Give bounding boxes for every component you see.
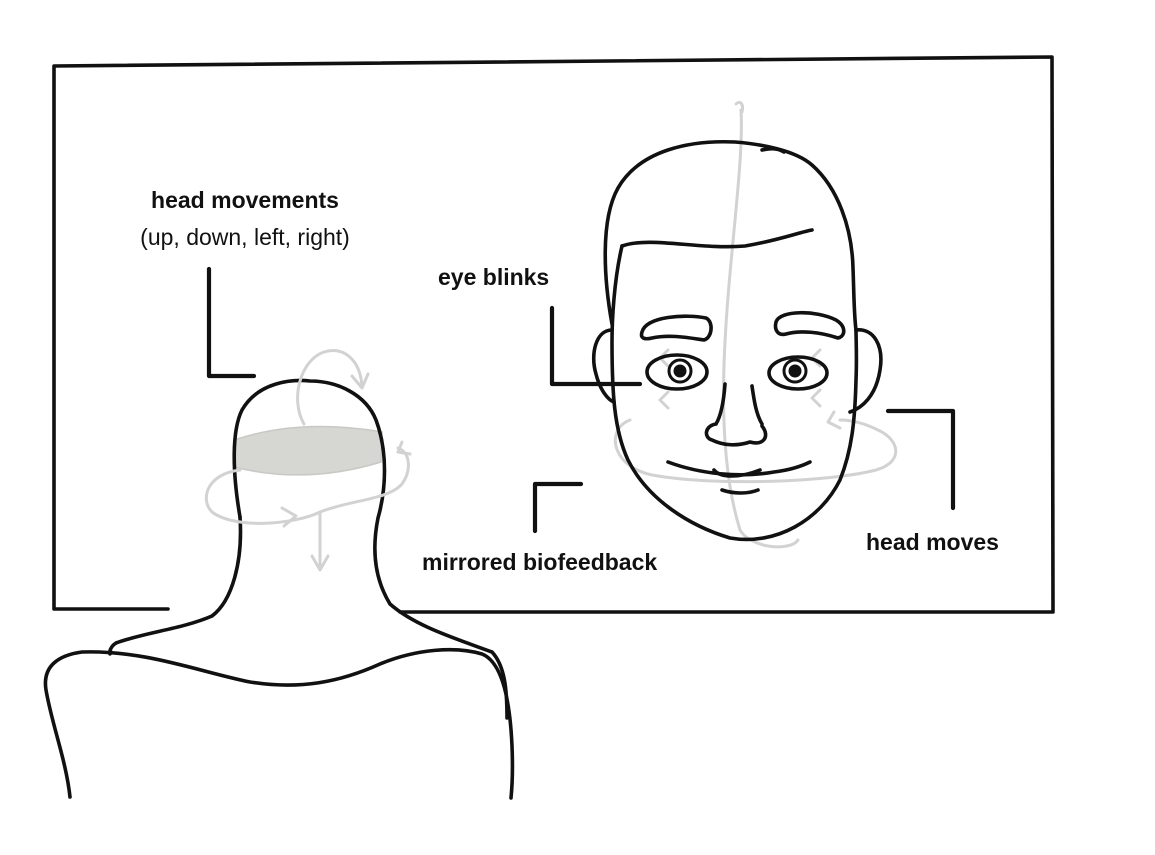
avatar-face-outline: [610, 244, 859, 542]
avatar-ear-left: [591, 328, 616, 404]
avatar-ear-right: [848, 328, 883, 414]
avatar-nose: [704, 382, 768, 447]
avatar-face-icon: [591, 100, 898, 549]
avatar-lower-lip: [712, 468, 762, 495]
label-head-moves: head moves: [866, 529, 999, 555]
viewer-shoulder-left: [43, 647, 515, 800]
callout-head-moves: [885, 408, 956, 511]
avatar-iris-right: [782, 358, 808, 384]
avatar-eye-left: [645, 353, 709, 391]
arrowhead-ring-left: [280, 506, 298, 528]
arrowhead-down: [310, 554, 330, 572]
viewer-head-outline: [232, 378, 509, 720]
label-eye-blinks: eye blinks: [438, 264, 550, 290]
label-head-movements: head movements: [151, 187, 339, 213]
avatar-hair: [603, 139, 858, 332]
avatar-eyebrow-left: [639, 314, 713, 342]
avatar-eye-right: [767, 355, 829, 391]
arrowhead-ring-right: [396, 440, 412, 456]
motion-axis-vertical: [722, 100, 800, 549]
viewer-headband: [233, 425, 383, 476]
label-head-movements-detail: (up, down, left, right): [140, 224, 350, 250]
avatar-iris-left: [667, 358, 693, 384]
callout-head-movements: [206, 266, 257, 379]
avatar-mouth: [666, 460, 812, 477]
screen-frame: [52, 55, 1055, 614]
rotation-arrow-icon-top: [296, 349, 364, 426]
avatar-pupil-right: [788, 364, 802, 378]
viewer-neck-left: [107, 515, 243, 656]
label-mirrored-biofeedback: mirrored biofeedback: [422, 549, 658, 575]
viewer-person-icon: [43, 349, 515, 800]
arrowhead-top: [350, 372, 370, 390]
avatar-pupil-left: [673, 364, 687, 378]
orbit-arrowhead: [826, 410, 842, 430]
avatar-eyebrow-right: [773, 310, 846, 340]
motion-orbit: [613, 418, 898, 484]
callout-eye-blinks: [549, 305, 643, 387]
callout-mirrored: [532, 481, 584, 534]
